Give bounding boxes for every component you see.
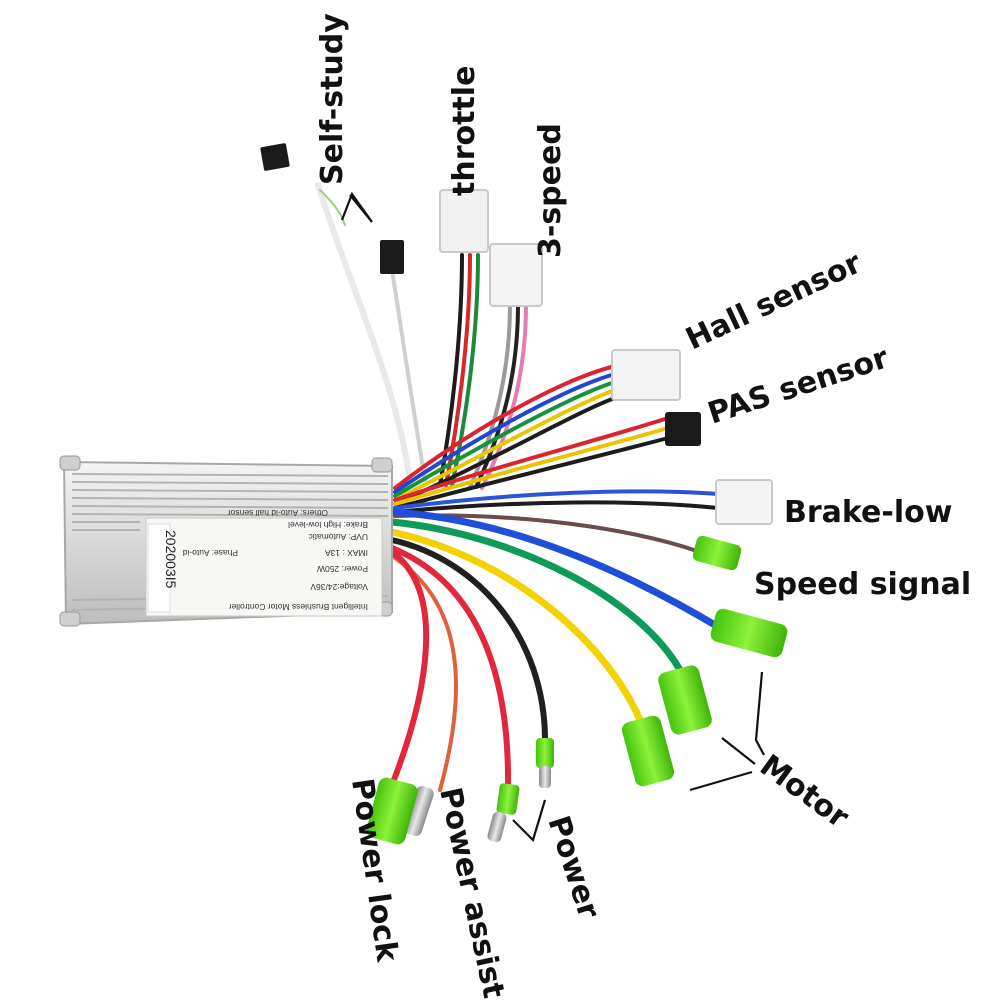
label-pas-sensor: PAS sensor bbox=[704, 340, 893, 431]
motor-sleeve-yellow bbox=[621, 715, 675, 787]
leader-lines bbox=[340, 191, 765, 843]
motor-leader-top bbox=[754, 671, 765, 756]
brake-wire-blue bbox=[393, 489, 720, 510]
sticker-serial: 202003I5 bbox=[163, 530, 179, 589]
label-self-study: Self-study bbox=[315, 13, 350, 185]
label-throttle: throttle bbox=[447, 66, 482, 196]
motor-leader-mid bbox=[721, 737, 756, 765]
self-study-wire-green bbox=[319, 189, 346, 226]
power-lock-wire bbox=[387, 549, 430, 793]
power-lock-sleeve bbox=[366, 777, 418, 845]
hall-wire-yellow bbox=[393, 388, 617, 502]
sticker-title: Intelligent Brushless Motor Controller bbox=[228, 602, 368, 612]
hall-wire-green bbox=[393, 380, 617, 498]
sticker-voltage: Voltage:24/36V bbox=[310, 582, 368, 592]
power-wire-black bbox=[389, 537, 548, 743]
connectors bbox=[260, 143, 788, 845]
label-brake-low: Brake-low bbox=[784, 495, 952, 530]
self-study-wire-white-b bbox=[390, 268, 427, 482]
wires bbox=[315, 182, 724, 793]
motor-sleeve-green bbox=[658, 665, 712, 735]
sticker-power: Power: 250W bbox=[317, 564, 368, 574]
speed-signal-sleeve bbox=[692, 535, 742, 571]
pas-connector bbox=[665, 412, 701, 446]
label-3-speed: 3-speed bbox=[533, 123, 568, 258]
power-red-terminal-sleeve bbox=[496, 783, 520, 815]
sticker-others: Others: Auto-id hall sensor bbox=[228, 508, 328, 518]
power-leader bbox=[512, 799, 547, 843]
motor-leader-low bbox=[689, 770, 753, 792]
speed3-wire-pink bbox=[480, 303, 528, 490]
self-study-wire-white bbox=[315, 182, 413, 483]
self-study-plug-b bbox=[380, 240, 404, 274]
label-motor: Motor bbox=[753, 748, 855, 835]
brake-wire-black bbox=[393, 500, 720, 514]
motor-sleeve-blue bbox=[710, 608, 788, 658]
power-black-terminal-tip bbox=[539, 766, 551, 788]
sticker-phase: Phase: Auto-id bbox=[182, 548, 238, 558]
hall-wire-red bbox=[393, 364, 617, 490]
motor-wire-green bbox=[388, 518, 684, 674]
label-power: Power bbox=[540, 812, 606, 923]
power-wire-red bbox=[389, 545, 512, 793]
hall-connector bbox=[611, 349, 681, 401]
power-red-terminal-tip bbox=[487, 811, 507, 843]
pas-wire-yellow bbox=[393, 426, 670, 506]
motor-wire-blue bbox=[388, 508, 724, 632]
speed3-wire-black bbox=[474, 303, 520, 489]
sticker-brake: Brake: High low-level bbox=[288, 520, 368, 530]
pas-wire-red bbox=[393, 416, 670, 502]
power-black-terminal-sleeve bbox=[536, 738, 554, 768]
throttle-connector bbox=[439, 189, 489, 253]
hall-wire-blue bbox=[393, 372, 617, 494]
controller-housing: Intelligent Brushless Motor Controller V… bbox=[59, 455, 393, 627]
controller-sticker: Intelligent Brushless Motor Controller V… bbox=[145, 508, 383, 617]
brake-connector bbox=[715, 479, 773, 525]
self-study-plug-a bbox=[260, 143, 290, 171]
label-hall-sensor: Hall sensor bbox=[681, 245, 867, 357]
sticker-imax: IMAX : 13A bbox=[325, 548, 368, 558]
self-study-leader bbox=[340, 191, 373, 223]
motor-wire-yellow bbox=[388, 528, 644, 724]
power-assist-terminal bbox=[404, 786, 434, 836]
speed3-connector bbox=[489, 243, 543, 307]
label-speed-signal: Speed signal bbox=[754, 567, 971, 602]
pas-wire-black bbox=[393, 436, 670, 510]
throttle-wire-green bbox=[450, 253, 480, 488]
sticker-uvp: UVP: Automatic bbox=[308, 532, 368, 542]
